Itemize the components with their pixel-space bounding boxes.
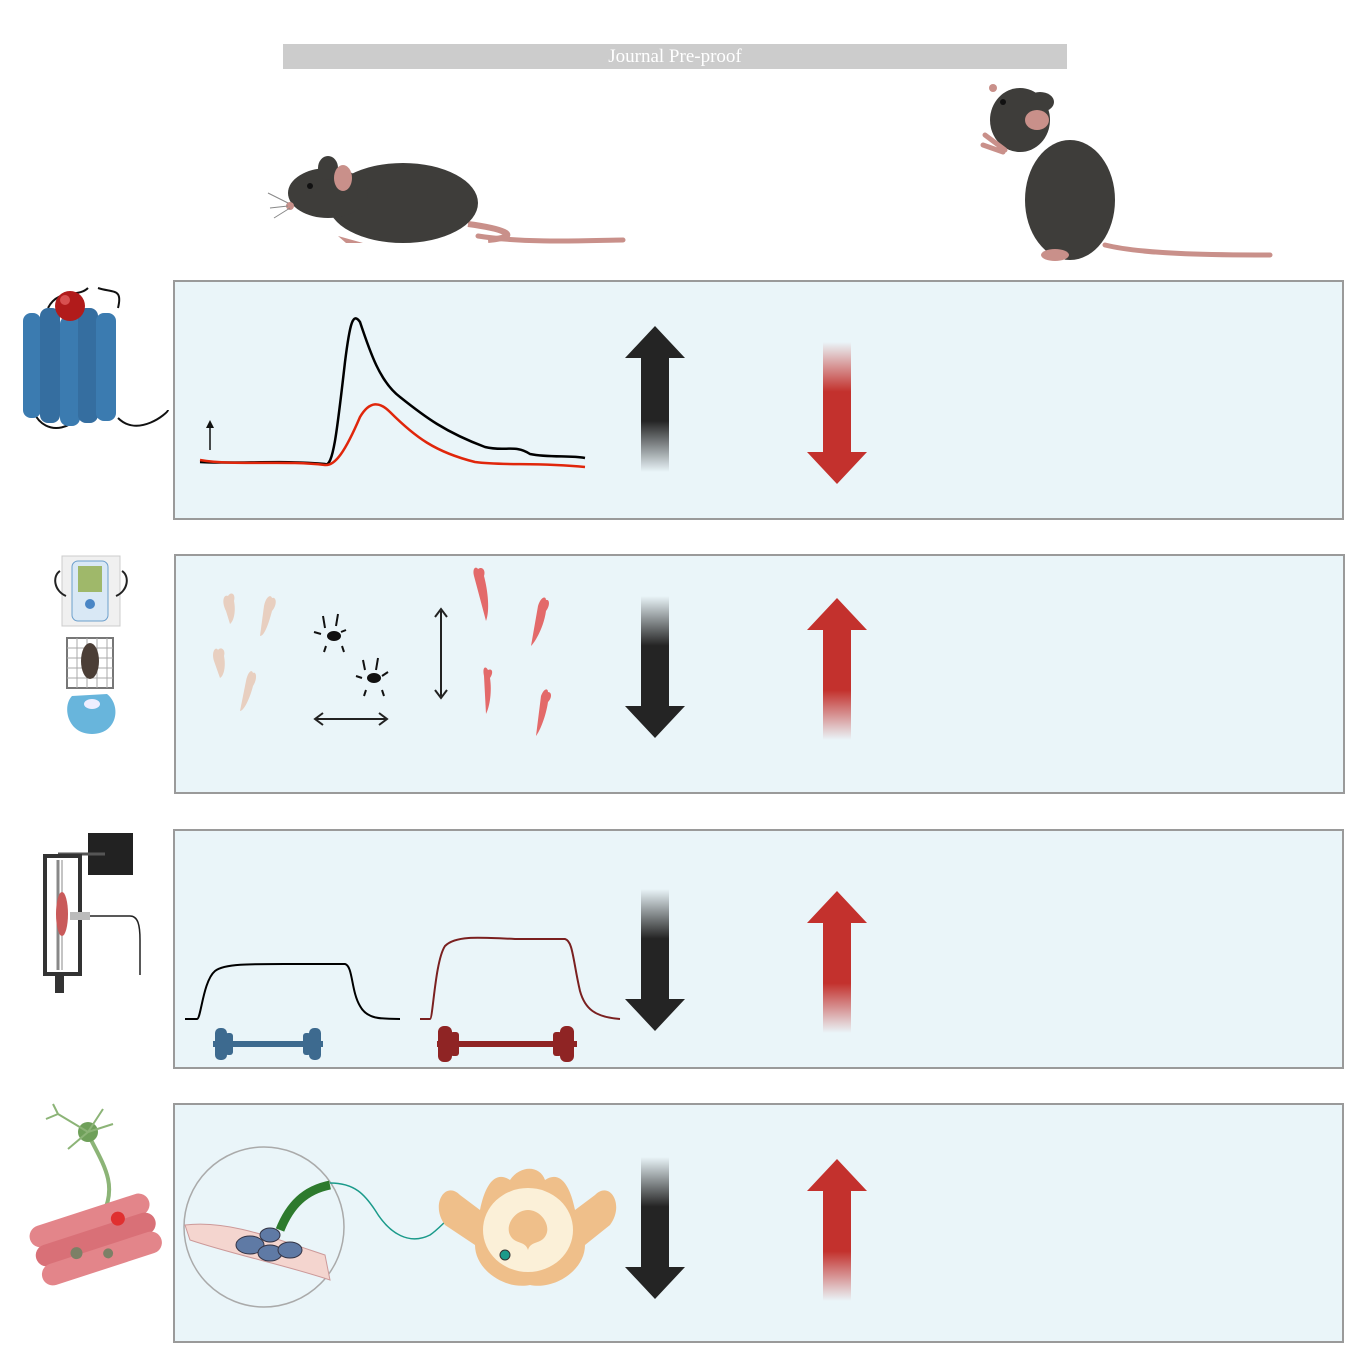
arrow-down-black (625, 1157, 685, 1299)
panel-behavior (174, 554, 1345, 794)
von-frey-apparatus-icon (54, 555, 128, 734)
panel-innervation (173, 1103, 1344, 1343)
panel-muscle-force (173, 829, 1344, 1069)
calcium-trace-plot (199, 317, 586, 469)
arrow-down-black (625, 889, 685, 1031)
paw-print-tracks (213, 567, 551, 736)
panel-receptor (173, 280, 1344, 520)
mouse-rearing-icon (980, 84, 1273, 261)
arrow-up-red (807, 1159, 867, 1301)
arrow-down-red (807, 342, 867, 484)
arrow-up-red (807, 891, 867, 1033)
nmj-spinal-cord-diagram (183, 1146, 617, 1308)
arrow-down-black (625, 596, 685, 738)
arrow-up-black (625, 326, 685, 472)
muscle-force-rig-icon (43, 833, 141, 993)
neuromuscular-junction-icon (29, 1103, 162, 1286)
force-trace-plot (185, 936, 621, 1062)
arrow-up-red (807, 598, 867, 740)
mouse-crouching-icon (267, 156, 626, 244)
journal-banner: Journal Pre-proof (283, 44, 1067, 69)
gpcr-receptor-icon (23, 287, 169, 429)
